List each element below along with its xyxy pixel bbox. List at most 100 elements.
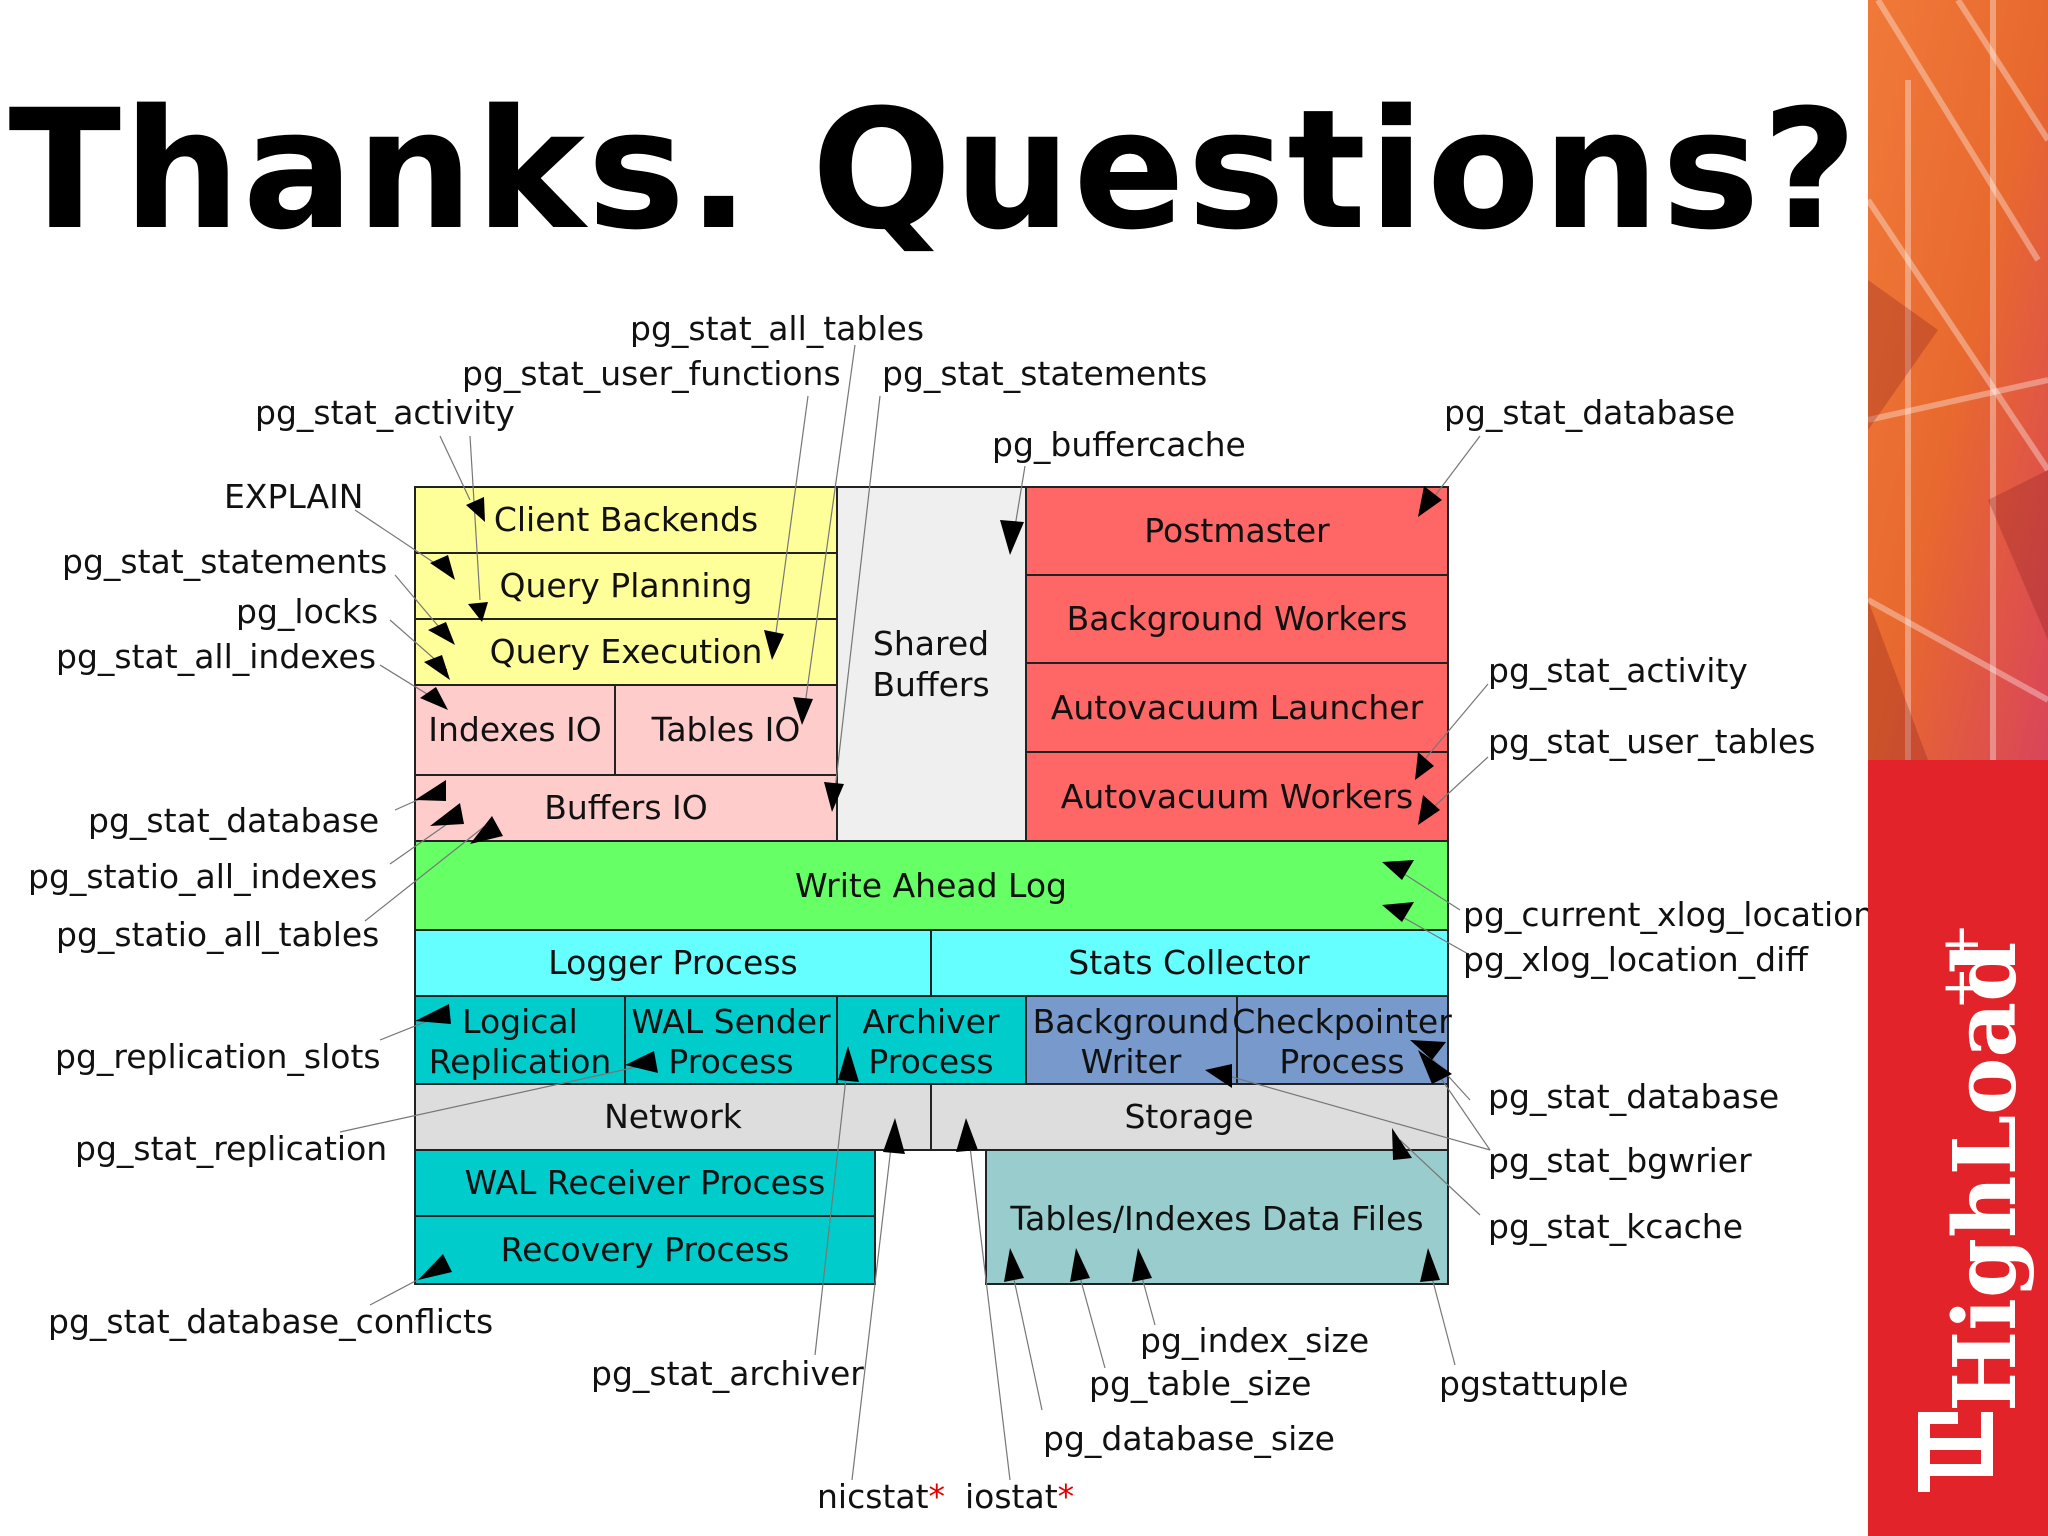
annotation-pg-buffercache: pg_buffercache	[992, 425, 1246, 464]
arrowhead	[466, 497, 485, 522]
label-checkpointer-2: Process	[1279, 1042, 1404, 1081]
label-archiver-2: Process	[868, 1042, 993, 1081]
postgres-architecture-diagram: Client Backends Query Planning Query Exe…	[28, 309, 1868, 1516]
label-autovacuum-workers: Autovacuum Workers	[1061, 777, 1413, 816]
arrowhead	[418, 1254, 452, 1280]
block-data-files: Tables/Indexes Data Files	[985, 1149, 1449, 1285]
annotation-iostat: iostat*	[965, 1477, 1074, 1516]
annotation-pg-current-xlog-location: pg_current_xlog_location	[1463, 895, 1868, 934]
block-background-workers: Background Workers	[1025, 574, 1449, 664]
block-stats-collector: Stats Collector	[930, 929, 1449, 997]
arrowhead	[1004, 1248, 1024, 1282]
arrowhead	[1382, 902, 1414, 922]
arrowhead	[424, 655, 450, 680]
leader-line	[1011, 1269, 1043, 1411]
leader-line	[967, 1129, 1011, 1481]
annotation-pg-stat-database-conflicts: pg_stat_database_conflicts	[48, 1302, 493, 1341]
label-checkpointer-1: Checkpointer	[1232, 1002, 1452, 1041]
annotation-pg-stat-kcache: pg_stat_kcache	[1488, 1207, 1743, 1246]
annotation-pg-statio-all-tables: pg_statio_all_tables	[56, 915, 379, 954]
annotation-pg-stat-all-tables: pg_stat_all_tables	[630, 309, 924, 348]
arrowhead	[415, 1004, 451, 1024]
arrowhead	[420, 687, 448, 710]
leader-line	[1224, 1074, 1491, 1151]
annotation-pg-stat-database-top: pg_stat_database	[1444, 393, 1735, 432]
arrowhead	[1382, 860, 1414, 880]
annotation-pg-stat-archiver: pg_stat_archiver	[591, 1354, 864, 1393]
annotation-pg-database-size: pg_database_size	[1043, 1419, 1335, 1458]
leader-line	[1427, 435, 1481, 506]
label-query-planning: Query Planning	[500, 566, 753, 605]
leader-line	[1399, 1139, 1481, 1216]
arrowhead	[1205, 1064, 1232, 1088]
block-postmaster: Postmaster	[1025, 486, 1449, 576]
arrowhead	[1420, 1248, 1440, 1282]
arrowhead	[1418, 1050, 1452, 1084]
arrowhead	[1000, 520, 1024, 555]
brand-pattern	[1868, 0, 2048, 760]
brand-name: HighLoad	[1935, 942, 2036, 1412]
annotation-pg-stat-user-functions: pg_stat_user_functions	[462, 354, 841, 393]
block-checkpointer: Checkpointer Process	[1232, 995, 1452, 1085]
label-stats-collector: Stats Collector	[1068, 943, 1310, 982]
leader-line	[339, 1062, 656, 1133]
annotation-pg-stat-database-right: pg_stat_database	[1488, 1077, 1779, 1116]
leader-line	[1424, 756, 1489, 816]
label-logical-replication-2: Replication	[429, 1042, 612, 1081]
brand-wordmark: HighLoad ++	[1931, 923, 2036, 1412]
annotation-pg-stat-replication: pg_stat_replication	[75, 1129, 387, 1168]
block-client-backends: Client Backends	[414, 486, 838, 554]
annotation-pg-stat-activity-right: pg_stat_activity	[1488, 651, 1748, 690]
block-query-execution: Query Execution	[414, 618, 838, 686]
label-tables-io: Tables IO	[651, 710, 801, 749]
arrowhead	[470, 816, 503, 844]
annotation-pg-replication-slots: pg_replication_slots	[55, 1037, 381, 1076]
block-logger-process: Logger Process	[414, 929, 932, 997]
label-shared-buffers-2: Buffers	[872, 665, 989, 704]
arrowhead	[1132, 1248, 1152, 1282]
leader-line	[439, 435, 471, 501]
annotation-pg-stat-all-indexes: pg_stat_all_indexes	[56, 637, 376, 676]
label-query-execution: Query Execution	[490, 632, 763, 671]
label-data-files: Tables/Indexes Data Files	[1009, 1199, 1423, 1238]
leader-line	[1077, 1269, 1106, 1369]
label-postmaster: Postmaster	[1144, 511, 1330, 550]
label-storage: Storage	[1124, 1097, 1253, 1136]
label-shared-buffers-1: Shared	[873, 624, 989, 663]
annotation-pg-index-size: pg_index_size	[1140, 1321, 1369, 1360]
block-query-planning: Query Planning	[414, 552, 838, 620]
label-buffers-io: Buffers IO	[544, 788, 708, 827]
label-wal-receiver: WAL Receiver Process	[465, 1163, 826, 1202]
block-wal-sender: WAL Sender Process	[624, 995, 838, 1085]
leader-line	[804, 344, 856, 706]
annotation-pg-xlog-location-diff: pg_xlog_location_diff	[1463, 940, 1809, 979]
label-network: Network	[604, 1097, 743, 1136]
annotation-pg-stat-statements-left: pg_stat_statements	[62, 542, 387, 581]
arrowhead	[430, 555, 455, 580]
leader-line	[469, 435, 481, 601]
arrowhead	[468, 602, 488, 622]
arrowhead	[430, 803, 464, 826]
brand-pattern-lines	[1868, 0, 2048, 760]
brand-superscript: ++	[1931, 923, 1991, 1010]
arrowheads	[415, 486, 1452, 1282]
annotation-explain: EXPLAIN	[224, 477, 364, 516]
annotation-nicstat: nicstat*	[817, 1477, 945, 1516]
leader-line	[814, 1059, 849, 1356]
arrowhead	[1070, 1248, 1090, 1282]
annotation-pg-stat-database-left: pg_stat_database	[88, 801, 379, 840]
block-logical-replication: Logical Replication	[414, 995, 626, 1085]
annotation-pg-stat-bgwrier: pg_stat_bgwrier	[1488, 1141, 1752, 1180]
arrowhead	[793, 697, 813, 725]
leader-line	[851, 1129, 894, 1481]
label-wal-sender-1: WAL Sender	[631, 1002, 831, 1041]
block-background-writer: Background Writer	[1025, 995, 1238, 1085]
arrowhead	[838, 1046, 859, 1082]
annotation-pg-locks: pg_locks	[236, 592, 378, 631]
brand-panel: HighLoad ++	[1868, 0, 2048, 1536]
block-autovacuum-workers: Autovacuum Workers	[1025, 751, 1449, 842]
label-autovacuum-launcher: Autovacuum Launcher	[1051, 688, 1424, 727]
leader-line	[1394, 867, 1461, 911]
label-wal-sender-2: Process	[668, 1042, 793, 1081]
